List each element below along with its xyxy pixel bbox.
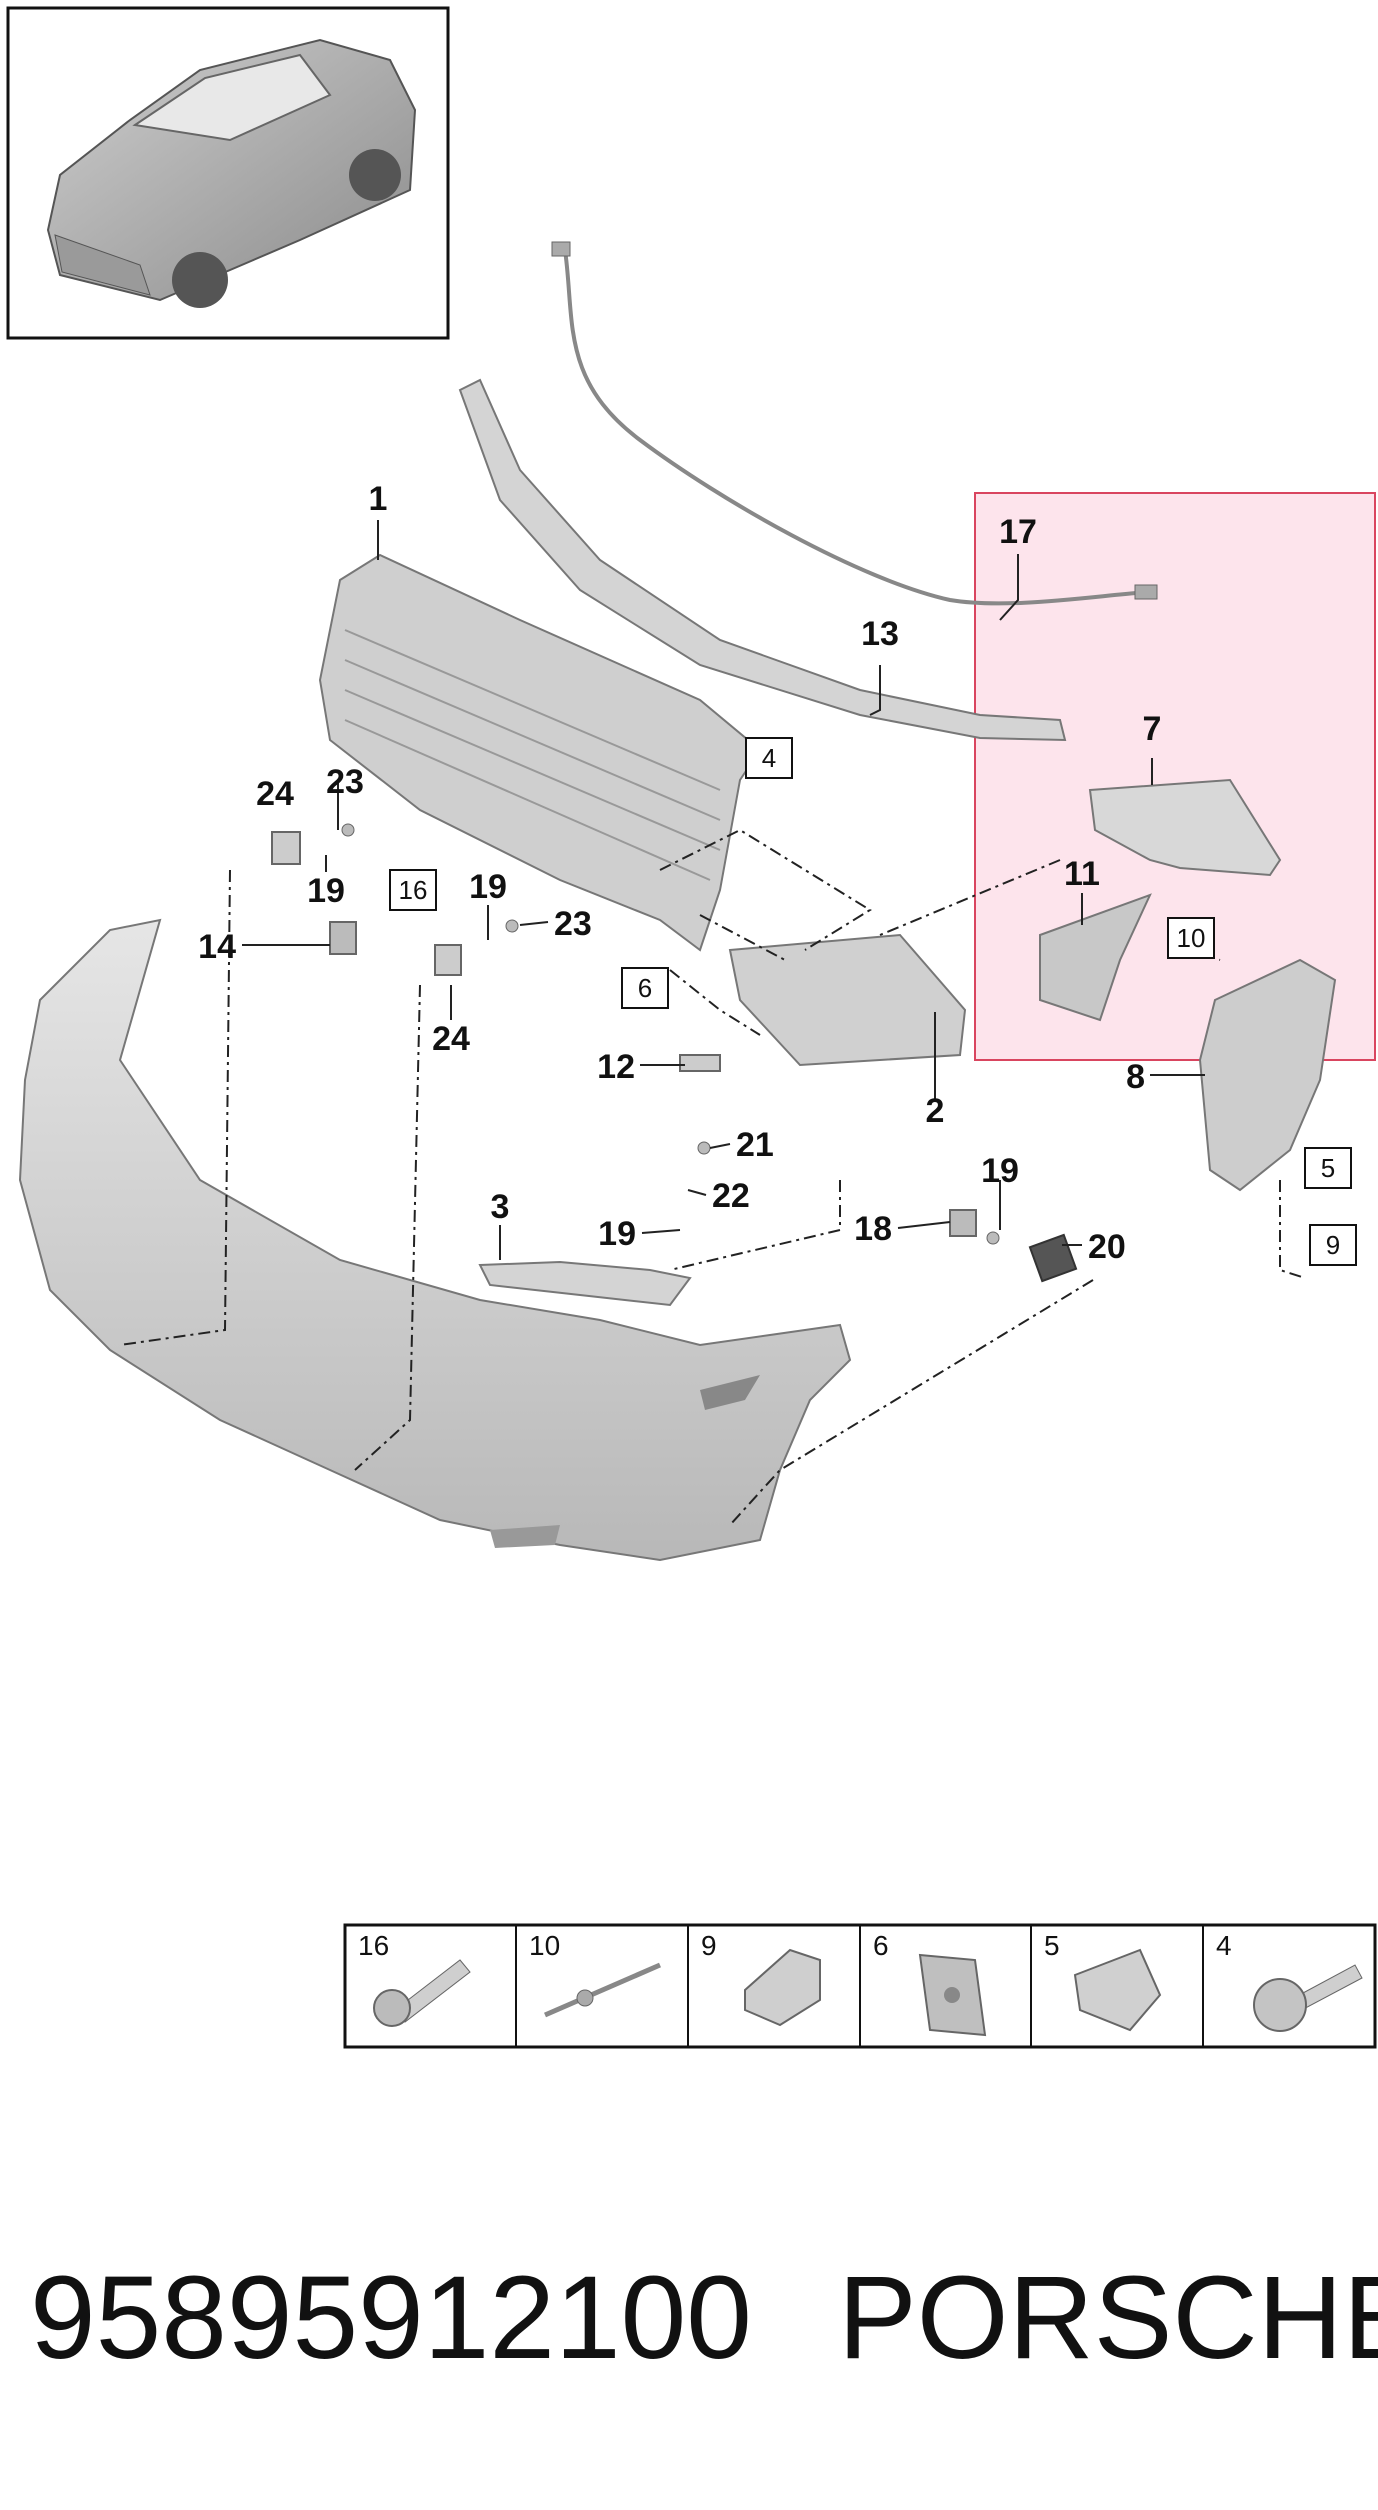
clip-21: [697, 1141, 711, 1155]
vehicle-thumbnail: [6, 6, 450, 340]
callout-19-left: 19: [307, 872, 345, 910]
legend-label-5: 5: [1044, 1930, 1060, 1961]
boxed-callout-16: 16: [389, 869, 437, 911]
sensor-cable: [563, 249, 1151, 606]
bolt-icon: [373, 1959, 471, 2027]
sensor-14: [329, 921, 357, 955]
svg-text:4: 4: [762, 743, 776, 773]
callout-19-lower: 19: [598, 1215, 636, 1253]
callout-22: 22: [712, 1177, 750, 1215]
fastener-legend: 16 10 9 6 5 4: [343, 1923, 1377, 2049]
side-grille: [1198, 958, 1337, 1192]
lower-trim-strip: [478, 1260, 692, 1307]
plate-20: [1028, 1233, 1078, 1283]
callout-24-left: 24: [256, 775, 294, 813]
svg-text:16: 16: [399, 875, 428, 905]
grille-upper: [318, 553, 762, 952]
spring-clip-icon: [1073, 1948, 1162, 2032]
callout-21: 21: [736, 1126, 774, 1164]
callout-3: 3: [491, 1188, 510, 1226]
svg-text:9: 9: [1326, 1230, 1340, 1260]
svg-text:5: 5: [1321, 1153, 1335, 1183]
callout-12: 12: [597, 1048, 635, 1086]
callout-2: 2: [926, 1092, 945, 1130]
bumper-cover: [18, 918, 852, 1562]
part-footer: 95895912100 PORSCHE: [30, 2250, 1378, 2384]
callout-19-right: 19: [981, 1152, 1019, 1190]
nut-clip-icon: [918, 1953, 987, 2037]
svg-text:6: 6: [638, 973, 652, 1003]
side-trim: [1039, 893, 1152, 1022]
part-number: 95895912100: [30, 2252, 752, 2384]
boxed-callout-5: 5: [1304, 1147, 1352, 1189]
callout-19-mid: 19: [469, 868, 507, 906]
callout-23-right: 23: [554, 905, 592, 943]
callout-11: 11: [1064, 855, 1100, 893]
callout-1: 1: [369, 480, 388, 518]
legend-label-16: 16: [358, 1930, 389, 1961]
boxed-callout-6: 6: [621, 967, 669, 1009]
bracket-24-left: [271, 831, 301, 865]
legend-label-6: 6: [873, 1930, 889, 1961]
screw-icon: [1253, 1964, 1363, 2032]
callout-24-right: 24: [432, 1020, 470, 1058]
clip-23-right: [505, 919, 519, 933]
bracket-12: [679, 1054, 721, 1072]
clip-icon: [744, 1948, 821, 2027]
impact-absorber: [458, 378, 1067, 742]
grille-lower: [728, 933, 967, 1067]
legend-label-10: 10: [529, 1930, 560, 1961]
callout-8: 8: [1126, 1058, 1145, 1096]
rivet-icon: [544, 1962, 661, 2018]
callout-7: 7: [1143, 710, 1162, 748]
legend-label-4: 4: [1216, 1930, 1232, 1961]
air-guide-trim: [1088, 778, 1282, 877]
svg-text:10: 10: [1177, 923, 1206, 953]
callout-23-left: 23: [326, 763, 364, 801]
callout-18: 18: [854, 1210, 892, 1248]
boxed-callout-9: 9: [1309, 1224, 1357, 1266]
callout-20: 20: [1088, 1228, 1126, 1266]
callout-17: 17: [999, 513, 1037, 551]
boxed-callout-4: 4: [745, 737, 793, 779]
callout-13: 13: [861, 615, 899, 653]
brand-name: PORSCHE: [838, 2252, 1378, 2384]
boxed-callout-10: 10: [1167, 917, 1215, 959]
clip-23-left: [341, 823, 355, 837]
legend-label-9: 9: [701, 1930, 717, 1961]
sensor-18: [949, 1209, 977, 1237]
bracket-24-right: [434, 944, 462, 976]
callout-14: 14: [198, 928, 236, 966]
clip-19-right: [986, 1231, 1000, 1245]
